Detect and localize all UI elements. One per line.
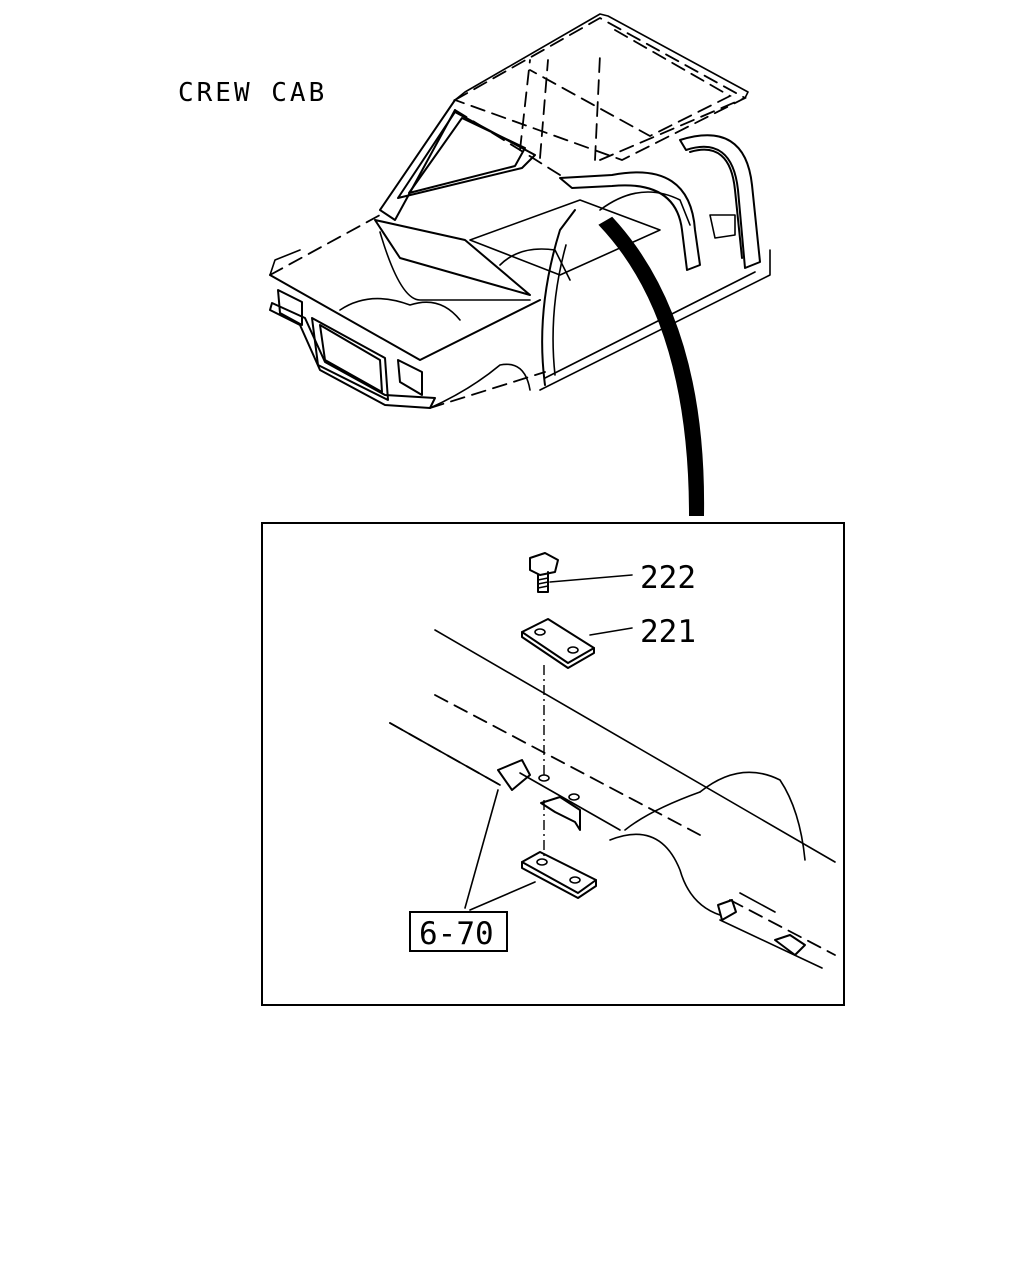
detail-frame — [261, 522, 845, 1006]
detail-leader-arrow — [598, 216, 705, 516]
callout-6-70: 6-70 — [419, 916, 494, 952]
detail-illustration — [389, 552, 836, 969]
nut-bracket-part — [521, 851, 597, 899]
plate-part — [521, 618, 595, 669]
callout-221: 221 — [640, 614, 696, 650]
bolt-part — [529, 552, 559, 593]
crew-cab-body-illustration — [269, 13, 771, 409]
callout-box-6-70 — [409, 911, 508, 952]
diagram-title: CREW CAB — [178, 78, 327, 108]
callout-222: 222 — [640, 560, 696, 596]
